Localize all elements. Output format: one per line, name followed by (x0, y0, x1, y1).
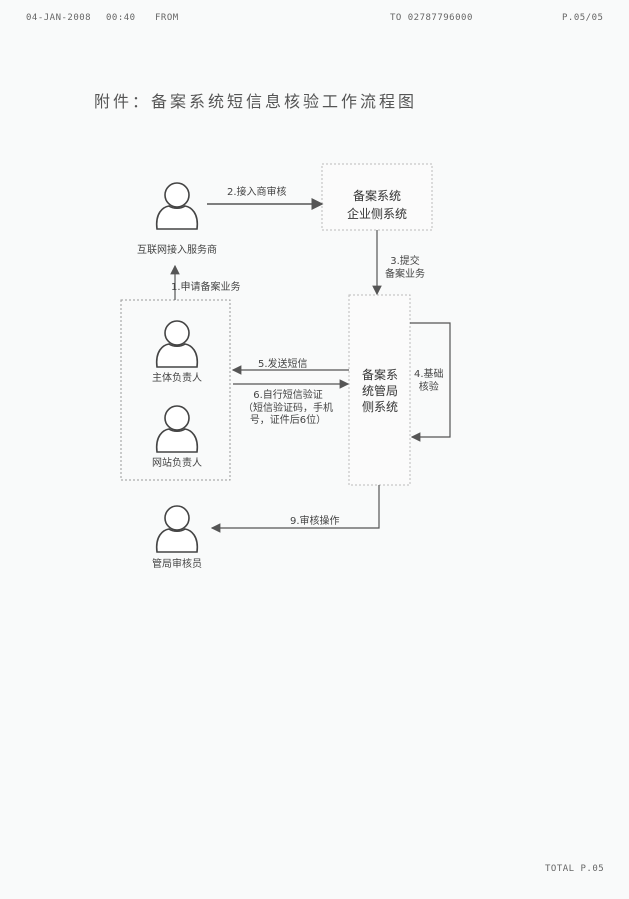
step1-label: 1.申请备案业务 (171, 282, 241, 293)
step3-line-1: 3.提交 (390, 256, 420, 267)
step6-label: 6.自行短信验证 （短信验证码，手机 号，证件后6位） (243, 390, 333, 428)
document-title: 附件：备案系统短信息核验工作流程图 (94, 92, 418, 111)
fax-page: P.05/05 (562, 13, 604, 23)
step3-line-2: 备案业务 (385, 269, 425, 280)
bureau-system-label: 备案系 统管局 侧系统 (362, 367, 398, 415)
step3-label: 3.提交 备案业务 (385, 255, 425, 281)
owners-group-box (120, 299, 231, 481)
fax-from: FROM (155, 13, 179, 23)
bureau-line-1: 备案系 (361, 368, 399, 382)
fax-to: TO 02787796000 (390, 13, 473, 23)
reviewer-person-icon (155, 505, 199, 553)
reviewer-label: 管局审核员 (152, 559, 202, 570)
subject-owner-label: 主体负责人 (152, 373, 202, 384)
step4-label: 4.基础 核验 (414, 368, 444, 394)
step6-line-2: （短信验证码，手机 (243, 402, 333, 414)
website-owner-person-icon (155, 405, 199, 453)
enterprise-line-2: 企业侧系统 (346, 207, 408, 221)
step2-label: 2.接入商审核 (227, 187, 287, 198)
step4-line-2: 核验 (418, 382, 439, 393)
isp-label: 互联网接入服务商 (137, 245, 217, 256)
step9-label: 9.审核操作 (290, 516, 340, 527)
subject-owner-person-icon (155, 320, 199, 368)
arrow-step9 (210, 485, 380, 533)
step4-line-1: 4.基础 (414, 369, 444, 380)
step5-label: 5.发送短信 (258, 359, 308, 370)
fax-date: 04-JAN-2008 (26, 13, 92, 23)
step6-line-3: 号，证件后6位） (249, 415, 327, 426)
bureau-line-2: 统管局 (361, 384, 399, 398)
arrow-step4 (410, 322, 451, 442)
isp-person-icon (155, 182, 199, 230)
step6-line-1: 6.自行短信验证 (253, 390, 323, 401)
bureau-line-3: 侧系统 (361, 400, 399, 414)
enterprise-system-label: 备案系统 企业侧系统 (347, 187, 407, 223)
website-owner-label: 网站负责人 (152, 458, 202, 469)
fax-footer-total: TOTAL P.05 (545, 864, 605, 874)
enterprise-line-1: 备案系统 (352, 189, 402, 203)
bureau-system-box (348, 294, 411, 486)
enterprise-system-box (321, 163, 433, 231)
fax-time: 00:40 (106, 13, 136, 23)
